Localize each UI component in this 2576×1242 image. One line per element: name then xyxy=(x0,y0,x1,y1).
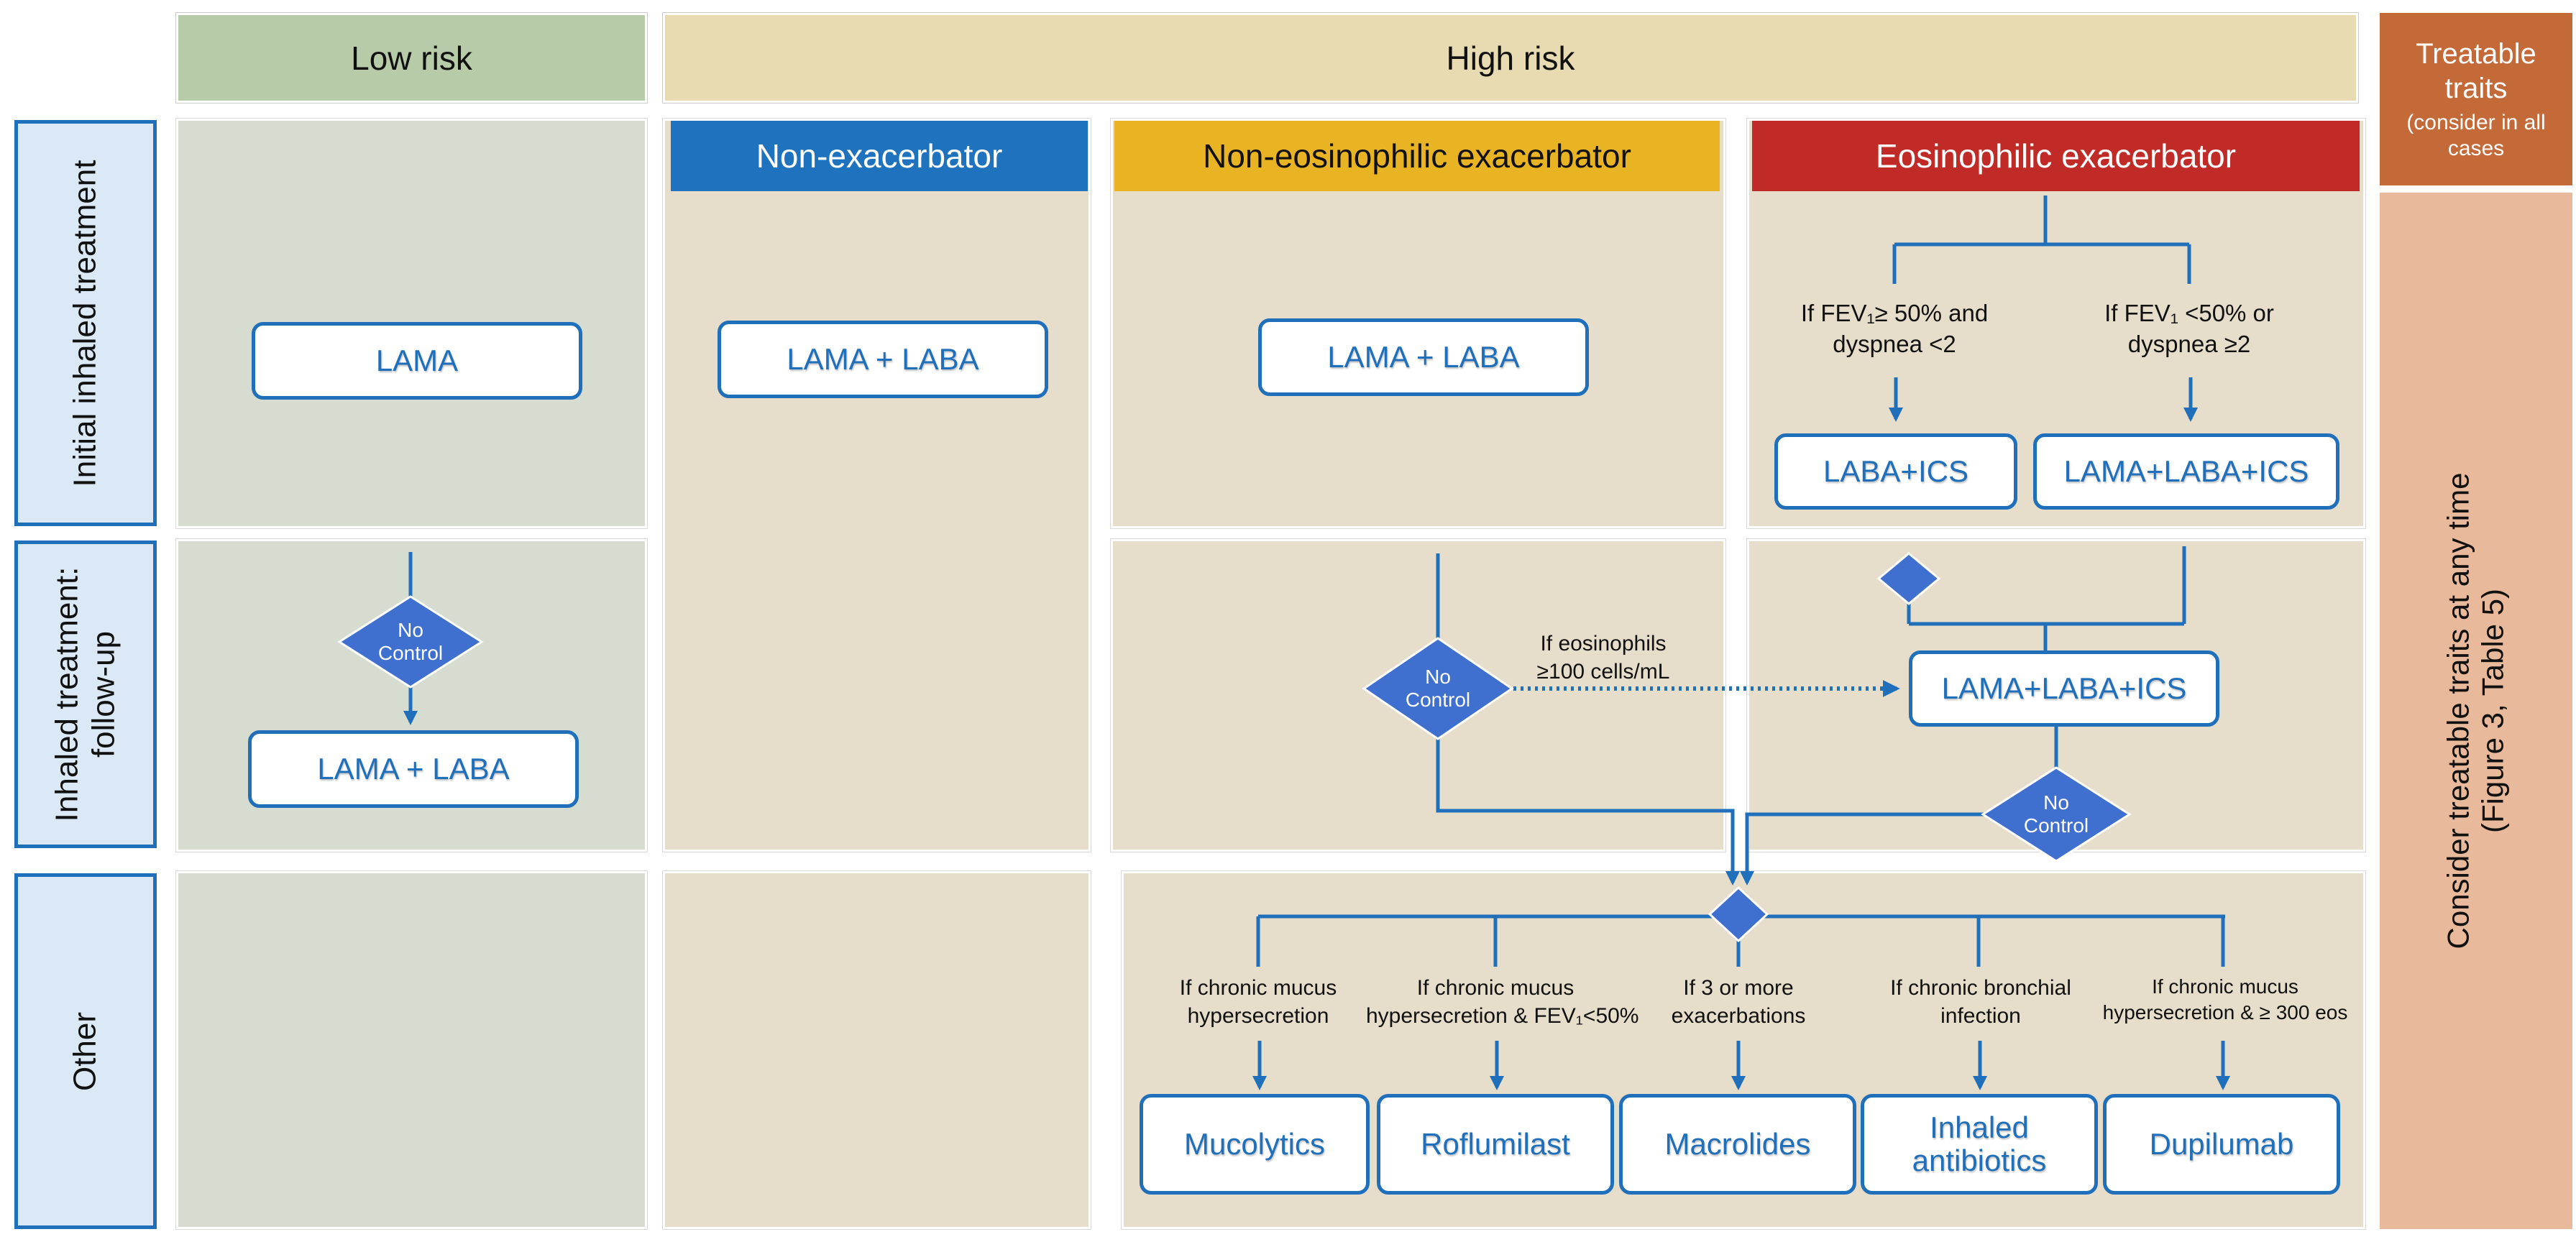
row-label-other: Other xyxy=(14,873,157,1229)
nonexac-initial-box: LAMA + LABA xyxy=(718,321,1048,398)
fev-high-line1: If FEV₁≥ 50% and xyxy=(1800,300,1989,326)
eos-100-line2: ≥100 cells/mL xyxy=(1536,660,1670,684)
triple-followup-text: LAMA+LABA+ICS xyxy=(1941,671,2187,705)
eos-100-condition: If eosinophils ≥100 cells/mL xyxy=(1517,630,1690,686)
eos-initial-box-a: LABA+ICS xyxy=(1774,433,2017,510)
low-risk-label: Low risk xyxy=(351,39,472,77)
control-label: Control xyxy=(1405,689,1471,711)
fev-low-line1: If FEV₁ <50% or xyxy=(2104,300,2274,326)
bronch-line2: infection xyxy=(1940,1004,2021,1028)
eos-100-line1: If eosinophils xyxy=(1540,632,1667,656)
non-eosinophilic-label: Non-eosinophilic exacerbator xyxy=(1203,137,1631,175)
mucolytics-box: Mucolytics xyxy=(1140,1094,1370,1195)
dupilumab-box: Dupilumab xyxy=(2103,1094,2340,1195)
no-label: No xyxy=(2043,791,2069,814)
eos-condition-fev-high: If FEV₁≥ 50% and dyspnea <2 xyxy=(1783,298,2006,360)
mucus-line1: If chronic mucus xyxy=(1179,976,1337,1000)
row-label-followup: Inhaled treatment: follow-up xyxy=(14,540,157,848)
mucus-fev-line1: If chronic mucus xyxy=(1416,976,1575,1000)
no-label: No xyxy=(398,618,423,641)
inhaled-antibiotics-text: Inhaled antibiotics xyxy=(1912,1110,2047,1177)
high-risk-header: High risk xyxy=(663,13,2358,103)
roflumilast-box: Roflumilast xyxy=(1377,1094,1614,1195)
condition-exacerbations: If 3 or more exacerbations xyxy=(1639,974,1838,1030)
eos-initial-b-text: LAMA+LABA+ICS xyxy=(2063,454,2309,488)
dupilumab-text: Dupilumab xyxy=(2149,1126,2294,1161)
low-risk-header: Low risk xyxy=(176,13,647,103)
roflumilast-text: Roflumilast xyxy=(1421,1126,1570,1161)
treatable-traits-label: Treatable traits xyxy=(2416,38,2536,104)
panel-low-other xyxy=(176,871,647,1229)
noneos-nocontrol-label: No Control xyxy=(1406,666,1470,712)
row-label-initial: Initial inhaled treatment xyxy=(14,120,157,526)
other-hub-diamond xyxy=(1708,886,1769,943)
condition-mucus-eos: If chronic mucus hypersecretion & ≥ 300 … xyxy=(2092,974,2358,1026)
low-nocontrol-label: No Control xyxy=(378,619,443,665)
eosinophilic-header: Eosinophilic exacerbator xyxy=(1752,121,2360,191)
low-nocontrol-diamond xyxy=(337,595,484,689)
noneos-initial-text: LAMA + LABA xyxy=(1327,339,1520,374)
eosinophilic-label: Eosinophilic exacerbator xyxy=(1875,137,2237,175)
noneos-to-merge xyxy=(1436,735,1740,886)
exac-line1: If 3 or more xyxy=(1683,976,1794,1000)
noneos-nocontrol-diamond xyxy=(1362,637,1514,740)
fev-low-line2: dyspnea ≥2 xyxy=(2127,330,2251,357)
bronch-line1: If chronic bronchial xyxy=(1890,976,2071,1000)
mucus-line2: hypersecretion xyxy=(1187,1004,1329,1028)
treatable-traits-header: Treatable traits (consider in all cases xyxy=(2380,13,2572,185)
non-exacerbator-label: Non-exacerbator xyxy=(756,137,1003,175)
treatable-traits-note: (consider in all cases xyxy=(2406,111,2546,160)
mucolytics-text: Mucolytics xyxy=(1183,1126,1326,1161)
control-label: Control xyxy=(377,642,444,664)
exac-line2: exacerbations xyxy=(1671,1004,1806,1028)
macrolides-text: Macrolides xyxy=(1664,1126,1811,1161)
condition-bronchial: If chronic bronchial infection xyxy=(1869,974,2092,1030)
mucus-fev-line2: hypersecretion & FEV₁<50% xyxy=(1366,1004,1639,1028)
mucus-eos-line1: If chronic mucus xyxy=(2152,975,2298,998)
low-initial-text: LAMA xyxy=(375,343,459,377)
eos-merge-diamond xyxy=(1876,552,1941,605)
panel-nonexac-other xyxy=(663,871,1091,1229)
condition-mucus: If chronic mucus hypersecretion xyxy=(1150,974,1366,1030)
panel-nonexac-initial-followup xyxy=(663,119,1091,852)
eos-nocontrol-to-merge xyxy=(1740,812,1984,886)
eos-nocontrol-diamond xyxy=(1981,766,2132,862)
low-followup-box: LAMA + LABA xyxy=(248,730,579,808)
low-initial-box: LAMA xyxy=(252,322,582,400)
non-exacerbator-header: Non-exacerbator xyxy=(671,121,1088,191)
high-risk-label: High risk xyxy=(1446,39,1575,77)
treatable-traits-panel: Consider treatable traits at any time (F… xyxy=(2380,193,2572,1229)
control-label: Control xyxy=(2023,814,2089,837)
mucus-eos-line2: hypersecretion & ≥ 300 eos xyxy=(2102,1001,2348,1024)
inhaled-antibiotics-box: Inhaled antibiotics xyxy=(1861,1094,2098,1195)
non-eosinophilic-header: Non-eosinophilic exacerbator xyxy=(1114,121,1720,191)
eos-initial-box-b: LAMA+LABA+ICS xyxy=(2033,433,2339,510)
nonexac-initial-text: LAMA + LABA xyxy=(787,341,979,376)
no-label: No xyxy=(1425,665,1451,688)
eos-nocontrol-label: No Control xyxy=(2024,791,2089,837)
noneos-initial-box: LAMA + LABA xyxy=(1258,318,1589,396)
fev-high-line2: dyspnea <2 xyxy=(1833,330,1956,357)
condition-mucus-fev: If chronic mucus hypersecretion & FEV₁<5… xyxy=(1366,974,1639,1030)
eos-initial-a-text: LABA+ICS xyxy=(1823,454,1968,488)
low-followup-text: LAMA + LABA xyxy=(317,751,510,786)
eos-condition-fev-low: If FEV₁ <50% or dyspnea ≥2 xyxy=(2078,298,2301,360)
triple-followup-box: LAMA+LABA+ICS xyxy=(1909,650,2219,727)
macrolides-box: Macrolides xyxy=(1619,1094,1856,1195)
